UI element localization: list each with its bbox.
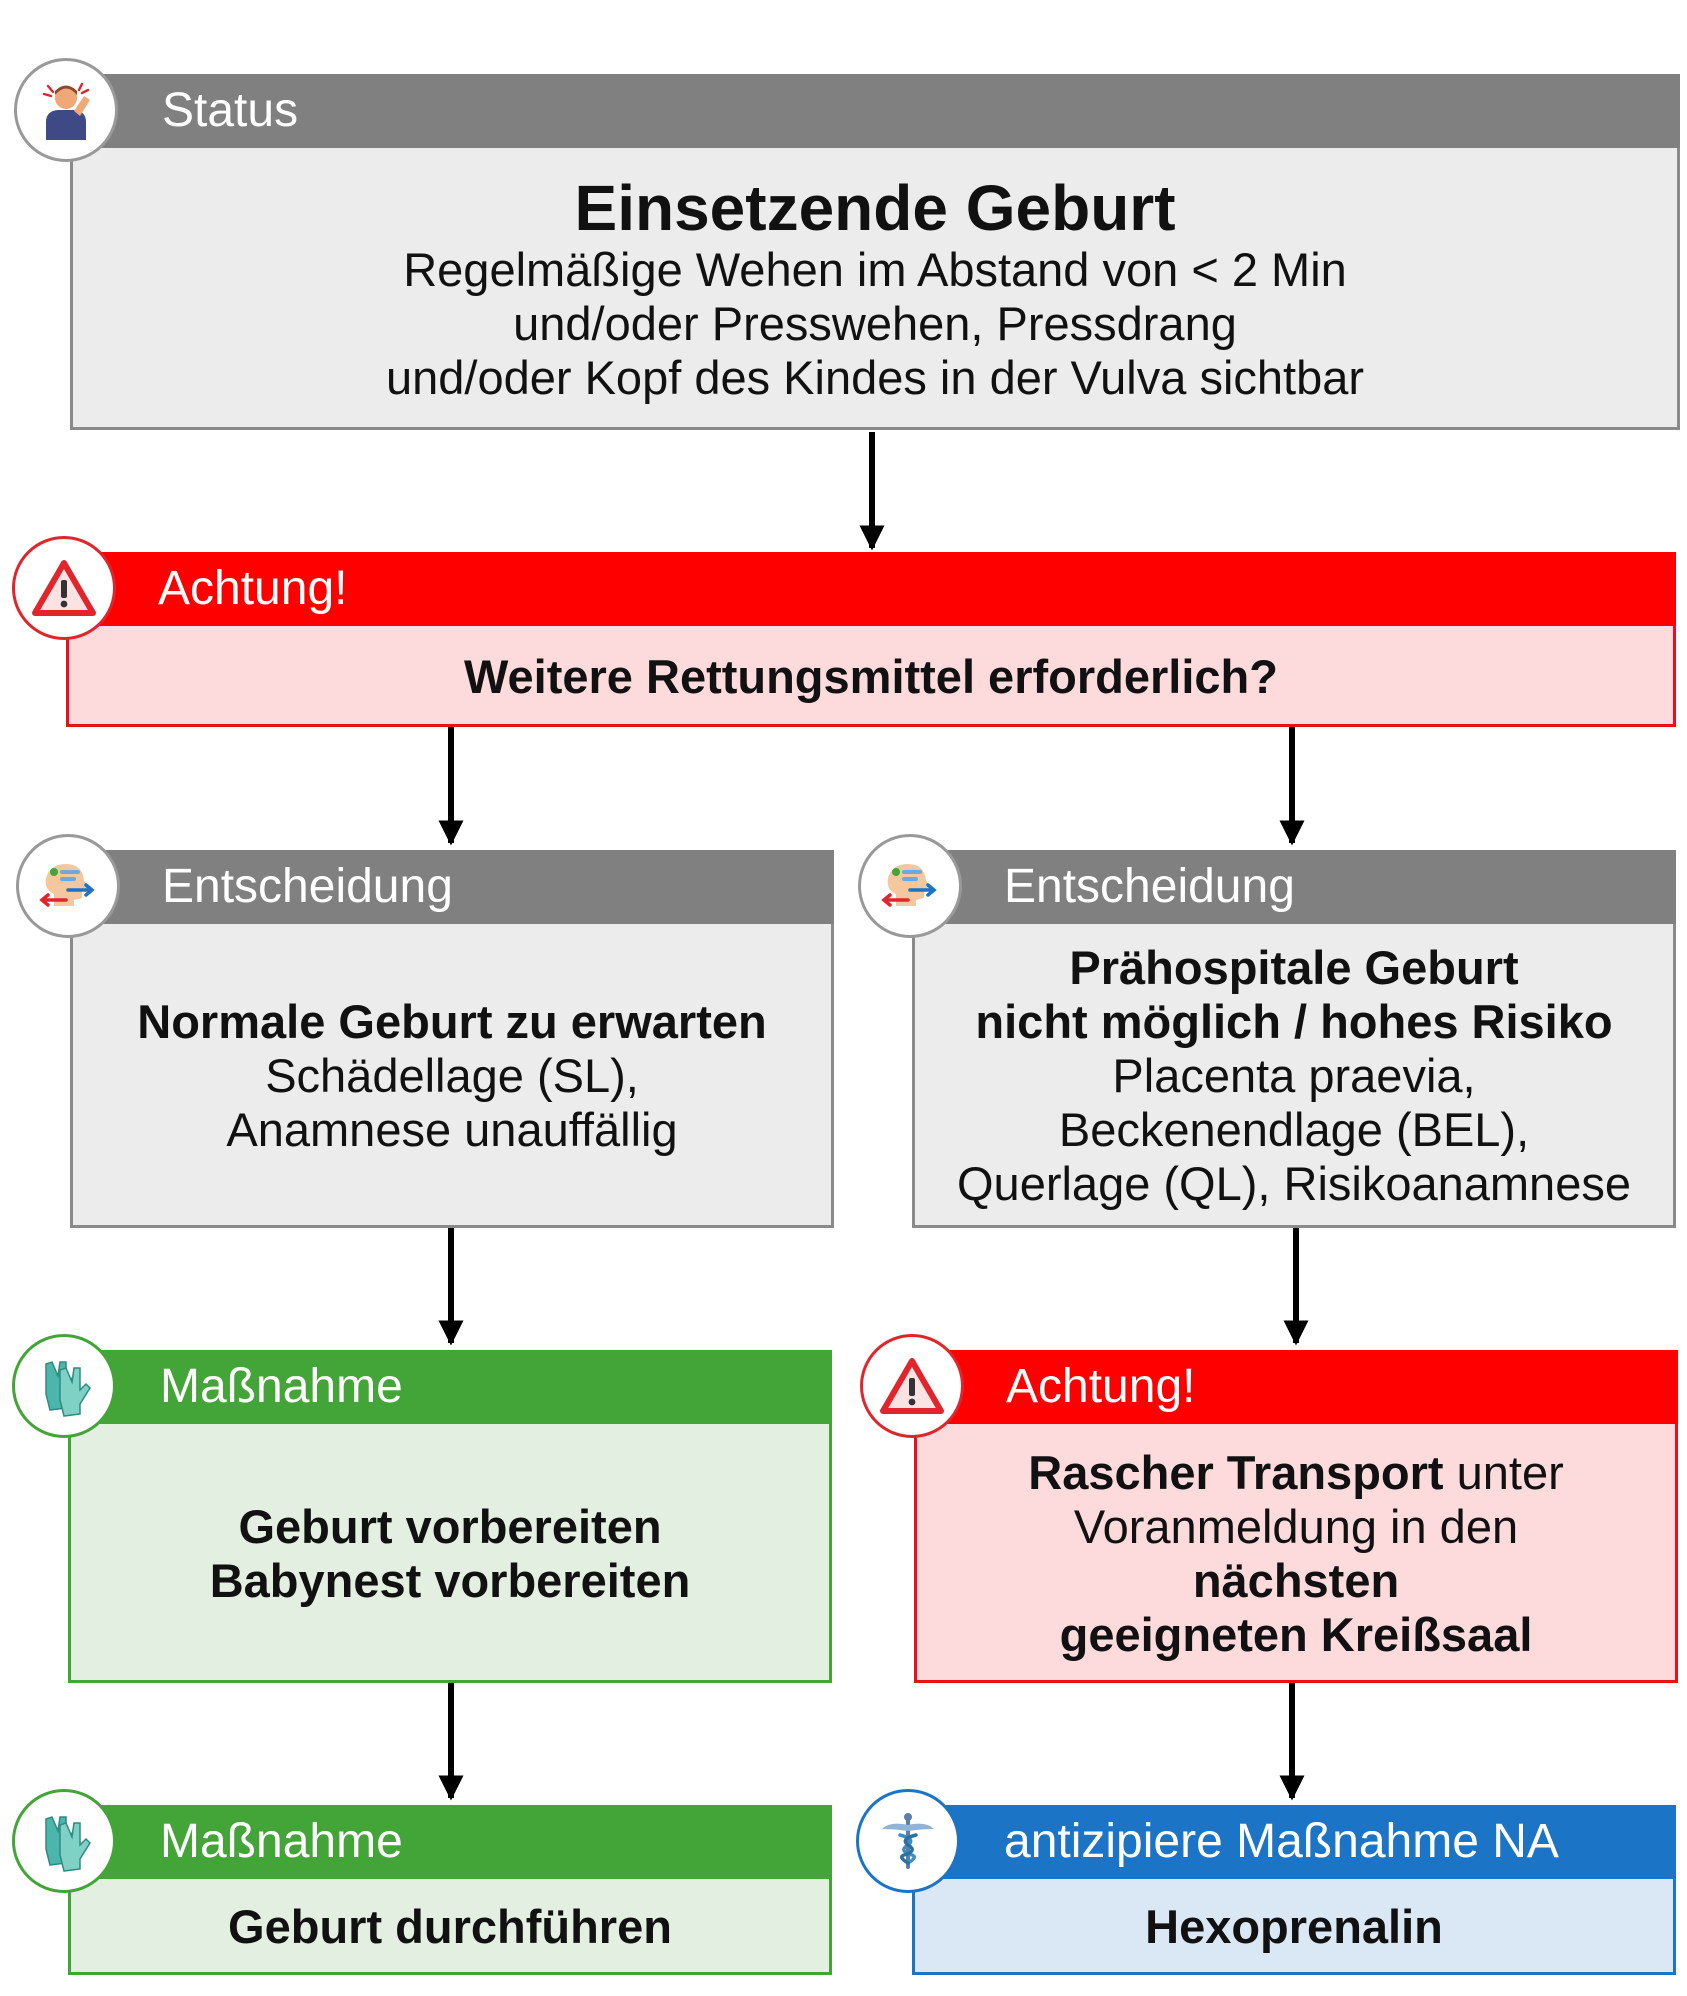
decision-body-right: Prähospitale Geburt nicht möglich / hohe…	[915, 927, 1673, 1225]
warning-box-top: Achtung! Weitere Rettungsmittel erforder…	[66, 552, 1676, 727]
decision-title-right-1: Prähospitale Geburt	[1069, 941, 1519, 994]
decision-line-right-1: Placenta praevia,	[1112, 1049, 1476, 1102]
decision-line-right-3: Querlage (QL), Risikoanamnese	[957, 1157, 1631, 1210]
status-header: Status	[70, 74, 1680, 148]
caduceus-icon	[856, 1789, 960, 1893]
measure-text-left-2: Geburt durchführen	[228, 1900, 672, 1953]
decision-title-left: Normale Geburt zu erwarten	[137, 995, 767, 1048]
gloves-icon	[12, 1789, 116, 1893]
warning-right-line-4: geeigneten Kreißsaal	[1059, 1607, 1533, 1661]
status-body: Einsetzende Geburt Regelmäßige Wehen im …	[73, 151, 1677, 427]
anticipate-text-right: Hexoprenalin	[1145, 1900, 1443, 1953]
warning-box-right: Achtung! Rascher Transport unter Voranme…	[914, 1350, 1678, 1683]
status-box: Status Einsetzende Geburt Regelmäßige We…	[70, 74, 1680, 430]
measure-body-left-1: Geburt vorbereiten Babynest vorbereiten	[71, 1427, 829, 1680]
status-line-3: und/oder Kopf des Kindes in der Vulva si…	[385, 351, 1365, 404]
decision-line-right-2: Beckenendlage (BEL),	[1058, 1103, 1530, 1156]
decision-header-right: Entscheidung	[912, 850, 1676, 924]
measure-header-left-2: Maßnahme	[68, 1805, 832, 1879]
decision-header-left: Entscheidung	[70, 850, 834, 924]
warning-right-line-1: Rascher Transport unter	[1028, 1446, 1564, 1500]
status-title: Einsetzende Geburt	[574, 172, 1176, 244]
decision-box-left: Entscheidung Normale Geburt zu erwarten …	[70, 850, 834, 1228]
gloves-icon	[12, 1334, 116, 1438]
decision-head-icon	[16, 834, 120, 938]
measure-line-left-2: Babynest vorbereiten	[209, 1553, 691, 1607]
warning-right-line-2: Voranmeldung in den	[1073, 1499, 1519, 1553]
warning-body-right: Rascher Transport unter Voranmeldung in …	[917, 1427, 1675, 1680]
decision-title-right-2: nicht möglich / hohes Risiko	[975, 995, 1613, 1048]
warning-right-line-3: nächsten	[1192, 1553, 1400, 1607]
decision-head-icon	[858, 834, 962, 938]
warning-header-top: Achtung!	[66, 552, 1676, 626]
warning-right-rest: unter	[1443, 1445, 1564, 1499]
warning-text-top: Weitere Rettungsmittel erforderlich?	[464, 649, 1278, 703]
warning-right-bold: Rascher Transport	[1028, 1445, 1444, 1499]
anticipate-header-right: antizipiere Maßnahme NA	[912, 1805, 1676, 1879]
decision-body-left: Normale Geburt zu erwarten Schädellage (…	[73, 927, 831, 1225]
measure-box-left-1: Maßnahme Geburt vorbereiten Babynest vor…	[68, 1350, 832, 1683]
decision-line-left-2: Anamnese unauffällig	[226, 1103, 678, 1156]
decision-box-right: Entscheidung Prähospitale Geburt nicht m…	[912, 850, 1676, 1228]
measure-box-left-2: Maßnahme Geburt durchführen	[68, 1805, 832, 1975]
person-headache-icon	[14, 58, 118, 162]
decision-line-left-1: Schädellage (SL),	[265, 1049, 639, 1102]
status-line-1: Regelmäßige Wehen im Abstand von < 2 Min	[403, 243, 1347, 296]
warning-triangle-icon	[860, 1334, 964, 1438]
status-line-2: und/oder Presswehen, Pressdrang	[513, 297, 1237, 350]
measure-header-left-1: Maßnahme	[68, 1350, 832, 1424]
warning-triangle-icon	[12, 536, 116, 640]
measure-line-left-1: Geburt vorbereiten	[238, 1499, 662, 1553]
warning-header-right: Achtung!	[914, 1350, 1678, 1424]
anticipate-box-right: antizipiere Maßnahme NA Hexoprenalin	[912, 1805, 1676, 1975]
